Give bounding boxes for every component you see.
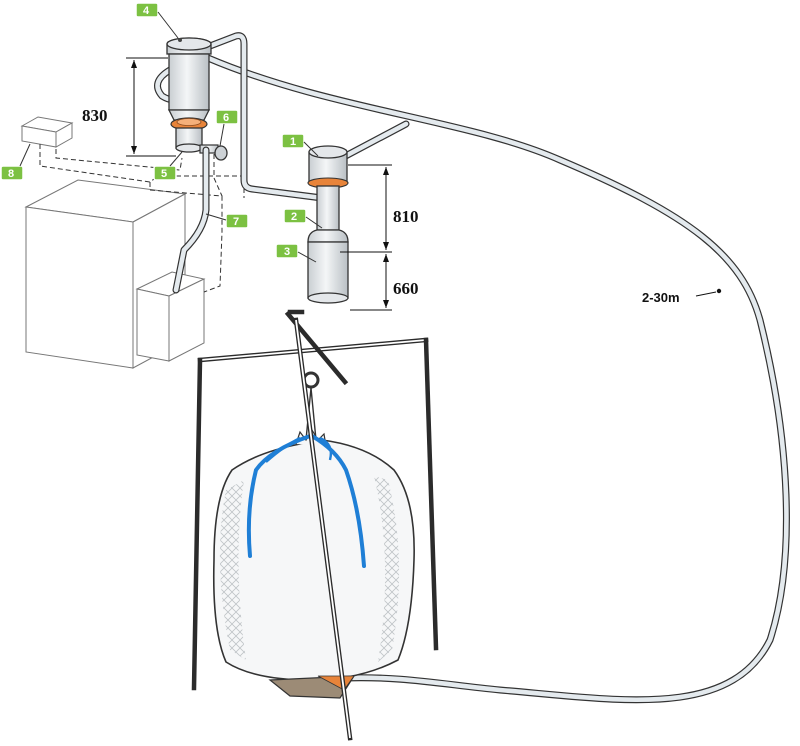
bag-frame-front — [287, 309, 353, 741]
badge-8-label: 8 — [8, 168, 14, 180]
outlet-pipe — [334, 120, 410, 164]
badge-2: 2 — [283, 208, 307, 224]
badge-4: 4 — [135, 2, 159, 18]
badge-5: 5 — [153, 165, 177, 181]
filter-unit — [154, 37, 228, 294]
badge-1: 1 — [281, 133, 305, 149]
vacuum-receiver — [307, 145, 349, 304]
hose-length-label: 2-30m — [642, 290, 680, 305]
pump-height-label: 810 — [393, 207, 419, 226]
badge-1-label: 1 — [290, 136, 296, 148]
motor-box — [135, 271, 206, 362]
conveying-hose — [204, 54, 790, 704]
dimension-lines — [126, 57, 392, 311]
badge-2-label: 2 — [291, 211, 297, 223]
hose-length-marker — [716, 288, 722, 294]
control-unit-box — [20, 116, 74, 148]
badge-4-label: 4 — [143, 5, 150, 17]
filter-height-label: 830 — [82, 106, 108, 125]
suction-pipe — [206, 32, 326, 202]
badge-6-label: 6 — [223, 112, 229, 124]
badge-3-label: 3 — [284, 246, 290, 258]
badge-3: 3 — [275, 243, 299, 259]
badge-7-label: 7 — [233, 216, 239, 228]
receiver-height-label: 660 — [393, 279, 419, 298]
badge-8: 8 — [0, 165, 24, 181]
bag-frame-back — [191, 310, 439, 691]
big-bag — [212, 371, 415, 699]
badge-6: 6 — [215, 109, 239, 125]
badge-7: 7 — [225, 213, 249, 229]
badge-5-label: 5 — [161, 168, 167, 180]
